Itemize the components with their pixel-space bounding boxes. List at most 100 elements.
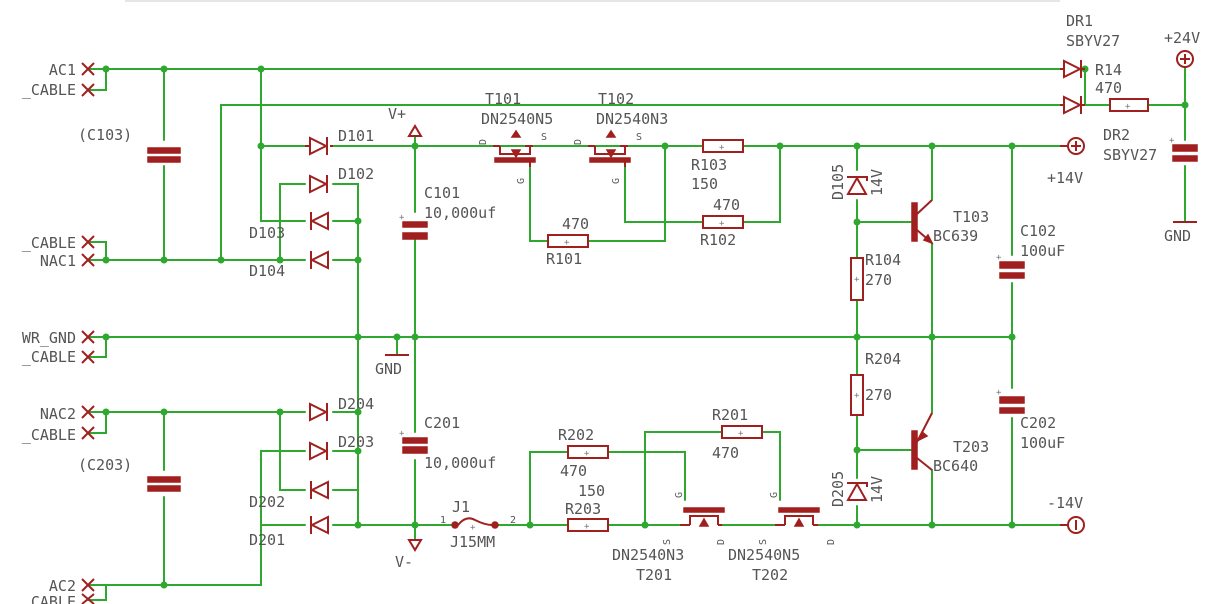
resistor-value: 150: [578, 482, 605, 500]
supply-gnd-right: GND: [1164, 221, 1197, 245]
diode-d202: D202: [249, 480, 329, 511]
connector-gnd: WR_GND _CABLE: [22, 329, 95, 366]
diode-d101: D101: [305, 127, 374, 156]
svg-text:+: +: [719, 219, 725, 229]
diode-label: D101: [338, 127, 374, 145]
resistor-r203: + 150 R203: [565, 482, 609, 532]
resistor-value: 270: [865, 271, 892, 289]
resistor-r202: + R202 470: [558, 426, 609, 480]
svg-text:+: +: [399, 429, 405, 439]
svg-text:+: +: [584, 522, 590, 532]
supply-plus24: +24V: [1164, 29, 1200, 68]
supply-label: GND: [375, 360, 402, 378]
pin-s: S: [662, 539, 673, 545]
resistor-label: R104: [865, 251, 901, 269]
diode-d104: D104: [249, 250, 329, 280]
svg-text:+: +: [719, 143, 725, 153]
connector-label: AC1: [49, 61, 76, 79]
resistor-value: 470: [1095, 79, 1122, 97]
supply-label: V+: [388, 105, 406, 123]
capacitor-c201: + C201 10,000uf: [399, 414, 496, 472]
connector-ac2: AC2 CABLE: [31, 577, 95, 604]
connector-sublabel: _CABLE: [22, 234, 76, 252]
capacitor-c102: + C102 100uF: [996, 222, 1065, 279]
resistor-label: R103: [691, 156, 727, 174]
fet-t201: G S D DN2540N3 T201: [612, 492, 727, 584]
svg-text:+: +: [399, 213, 405, 223]
capacitor-c202: + C202 100uF: [996, 388, 1065, 452]
diode-label: D202: [249, 493, 285, 511]
svg-text:+: +: [1125, 102, 1131, 112]
pin-d: D: [573, 139, 584, 145]
connector-label: WR_GND: [22, 329, 76, 347]
connector-sublabel: _CABLE: [22, 426, 76, 444]
supply-minus14: -14V: [1047, 494, 1085, 534]
pin-g: G: [516, 178, 527, 184]
resistor-value: 150: [691, 175, 718, 193]
svg-text:+: +: [470, 523, 476, 533]
jumper-j1: + 1 2 J1 J15MM: [440, 498, 516, 551]
supply-plus14: +14V: [1047, 137, 1085, 187]
resistor-r204: + R204 270: [850, 350, 901, 416]
diode-label: DR2: [1103, 126, 1130, 144]
capacitor-value: 100uF: [1020, 434, 1065, 452]
supply-gnd: GND: [375, 354, 409, 378]
bjt-t203: T203 BC640: [911, 412, 989, 475]
resistor-r14: + R14 470: [1095, 61, 1149, 112]
resistor-label: R101: [546, 250, 582, 268]
svg-text:+: +: [854, 391, 860, 401]
capacitor-c101: + C101 10,000uf: [399, 184, 496, 240]
resistor-label: R203: [565, 500, 601, 518]
capacitor-value: 10,000uf: [424, 454, 496, 472]
diode-d103: D103: [249, 211, 329, 242]
bjt-t103: T103 BC639: [911, 199, 989, 245]
resistor-value: 470: [562, 215, 589, 233]
diode-label: D104: [249, 262, 285, 280]
supply-label: GND: [1164, 227, 1191, 245]
capacitor-c103: (C103): [78, 126, 181, 163]
supply-label: +24V: [1164, 29, 1200, 47]
connector-label: NAC2: [40, 405, 76, 423]
pin-g: G: [769, 492, 780, 498]
fet-label: T202: [752, 566, 788, 584]
diode-label: DR1: [1066, 12, 1093, 30]
bjt-value: BC639: [933, 227, 978, 245]
capacitor-label: C201: [424, 414, 460, 432]
fet-value: DN2540N3: [596, 110, 668, 128]
capacitor-value: 100uF: [1020, 242, 1065, 260]
svg-text:+: +: [854, 275, 860, 285]
supply-vplus: V+: [388, 105, 423, 137]
resistor-value: 470: [713, 196, 740, 214]
svg-text:+: +: [996, 388, 1002, 398]
diode-label: D203: [338, 433, 374, 451]
fet-value: DN2540N5: [481, 110, 553, 128]
resistor-r103: + R103 150: [691, 139, 744, 193]
fet-label: T101: [485, 90, 521, 108]
supply-vminus: V-: [395, 539, 423, 571]
capacitor-label: (C103): [78, 126, 132, 144]
resistor-label: R201: [712, 406, 748, 424]
fet-label: T102: [598, 90, 634, 108]
connector-ac1: AC1 _CABLE: [22, 61, 95, 99]
supply-label: +14V: [1047, 169, 1083, 187]
diode-d204: D204: [309, 395, 374, 422]
jumper-pin1: 1: [440, 515, 446, 526]
resistor-label: R102: [700, 231, 736, 249]
fet-t101: D S G T101 DN2540N5: [478, 90, 553, 184]
capacitor-label: (C203): [78, 456, 132, 474]
zener-value: 14V: [868, 169, 886, 196]
zener-d205: D205 14V: [829, 471, 886, 507]
resistor-value: 470: [560, 462, 587, 480]
jumper-value: J15MM: [450, 533, 495, 551]
zener-d105: D105 14V: [829, 164, 886, 200]
fet-value: DN2540N3: [612, 546, 684, 564]
connector-sublabel: CABLE: [31, 593, 76, 604]
pin-s: S: [636, 132, 642, 143]
capacitor-label: C202: [1020, 414, 1056, 432]
resistor-value: 270: [865, 386, 892, 404]
svg-text:+: +: [996, 253, 1002, 263]
bjt-label: T203: [953, 438, 989, 456]
diode-dr2: DR2 SBYV27: [1060, 95, 1157, 164]
diode-label: D204: [338, 395, 374, 413]
